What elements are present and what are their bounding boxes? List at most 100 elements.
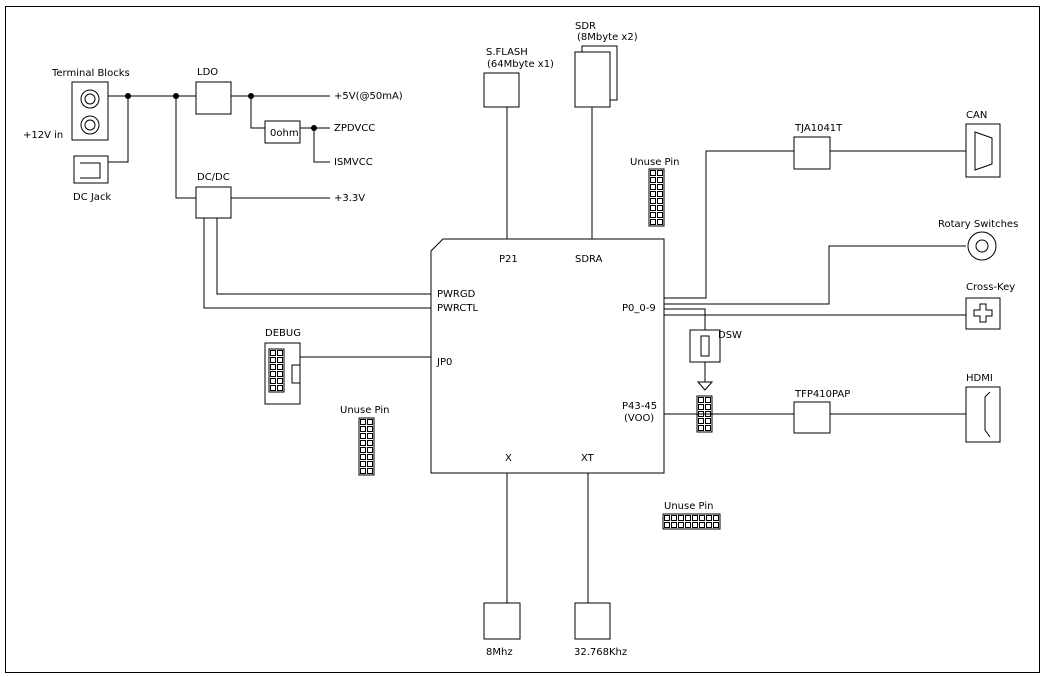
pin-header-frame: [358, 417, 375, 476]
header-pin: [277, 357, 283, 363]
header-pin: [698, 425, 704, 431]
header-pin: [692, 522, 698, 528]
pin-header-frame: [662, 513, 721, 530]
wire-to-dcdc: [175, 96, 196, 199]
header-pin: [650, 191, 656, 197]
mcu-pin-voo: (VOO): [624, 413, 654, 424]
ismvcc-label: ISMVCC: [334, 157, 373, 168]
unuse-pin-top-label: Unuse Pin: [630, 157, 679, 168]
zpdvcc-label: ZPDVCC: [334, 123, 375, 134]
header-pin: [671, 522, 677, 528]
header-pin: [657, 219, 663, 225]
header-pin: [699, 522, 705, 528]
sdr-title: SDR: [575, 21, 596, 32]
header-pin: [277, 350, 283, 356]
unuse-pin-header-top: [648, 168, 665, 227]
crosskey-icon: [973, 303, 993, 323]
ground-icon: [696, 381, 714, 391]
crystal-32khz: [574, 602, 611, 640]
header-pin: [650, 212, 656, 218]
header-pin: [270, 350, 276, 356]
header-pin: [678, 515, 684, 521]
header-pin: [657, 198, 663, 204]
mcu-pin-x: X: [505, 453, 512, 464]
header-pin: [657, 191, 663, 197]
mcu-chip: [430, 238, 665, 474]
header-pin: [360, 419, 366, 425]
terminal-screw-icon: [84, 93, 96, 105]
header-pin: [367, 426, 373, 432]
mcu-pin-pwrgd: PWRGD: [437, 289, 476, 300]
header-pin: [664, 522, 670, 528]
wire-pwrctl: [203, 218, 431, 309]
header-pin: [657, 205, 663, 211]
can-connector: [965, 123, 1001, 178]
header-pin: [360, 468, 366, 474]
header-pin: [705, 425, 711, 431]
unuse-pin-header-left: [358, 417, 375, 476]
header-pin: [360, 461, 366, 467]
mcu-pin-p43: P43-45: [622, 401, 657, 412]
header-pin: [367, 419, 373, 425]
header-pin: [706, 515, 712, 521]
header-pin: [277, 364, 283, 370]
debug-label: DEBUG: [265, 328, 301, 339]
plus5v-label: +5V(@50mA): [334, 91, 403, 102]
dsw-switch-icon: [700, 335, 710, 357]
diagram-frame: [5, 6, 1040, 673]
header-pin: [360, 454, 366, 460]
dcdc-label: DC/DC: [197, 172, 230, 183]
crosskey-label: Cross-Key: [966, 282, 1015, 293]
header-pin: [360, 447, 366, 453]
junction-dot: [125, 93, 131, 99]
header-pin: [367, 468, 373, 474]
crystal-8mhz-label: 8Mhz: [486, 647, 513, 658]
hdmi-label: HDMI: [966, 373, 993, 384]
header-pin: [713, 522, 719, 528]
sflash-chip: [483, 72, 520, 108]
unuse-pin-header-bottom: [662, 513, 721, 530]
header-pin: [650, 177, 656, 183]
header-pin: [657, 170, 663, 176]
crosskey-block: [965, 297, 1001, 330]
header-pin: [650, 198, 656, 204]
dc-jack-label: DC Jack: [73, 192, 111, 203]
header-pin: [367, 454, 373, 460]
wire-pwrgd: [216, 218, 431, 295]
header-pin: [277, 378, 283, 384]
header-pin: [698, 404, 704, 410]
header-pin: [277, 385, 283, 391]
dcdc-block: [195, 186, 232, 219]
terminal-screw-icon: [84, 119, 96, 131]
header-pin: [657, 177, 663, 183]
header-pin: [685, 515, 691, 521]
rotary-label: Rotary Switches: [938, 219, 1018, 230]
tfp-chip: [793, 401, 831, 434]
header-pin: [705, 397, 711, 403]
tfp-label: TFP410PAP: [794, 389, 850, 400]
header-pin: [685, 522, 691, 528]
header-pin: [699, 515, 705, 521]
header-pin: [657, 184, 663, 190]
dc-jack: [73, 155, 109, 184]
mcu-pin-sdra: SDRA: [575, 254, 603, 265]
mcu-pin-pwrctl: PWRCTL: [437, 303, 478, 314]
header-pin: [270, 364, 276, 370]
header-pin: [277, 371, 283, 377]
wire-dcjack: [108, 96, 129, 163]
can-dsub-icon: [974, 131, 993, 171]
header-pin: [270, 378, 276, 384]
tja-chip: [793, 136, 831, 170]
header-pin: [270, 357, 276, 363]
header-pin: [360, 433, 366, 439]
header-pin: [671, 515, 677, 521]
debug-key-notch: [291, 364, 301, 384]
hdmi-port-icon: [984, 391, 991, 438]
mcu-pin-p0: P0_0-9: [622, 303, 656, 314]
header-pin: [650, 170, 656, 176]
header-pin: [360, 426, 366, 432]
wire-0ohm: [250, 96, 265, 129]
header-pin: [367, 461, 373, 467]
zero-ohm-resistor: [264, 120, 301, 144]
header-pin: [698, 418, 704, 424]
